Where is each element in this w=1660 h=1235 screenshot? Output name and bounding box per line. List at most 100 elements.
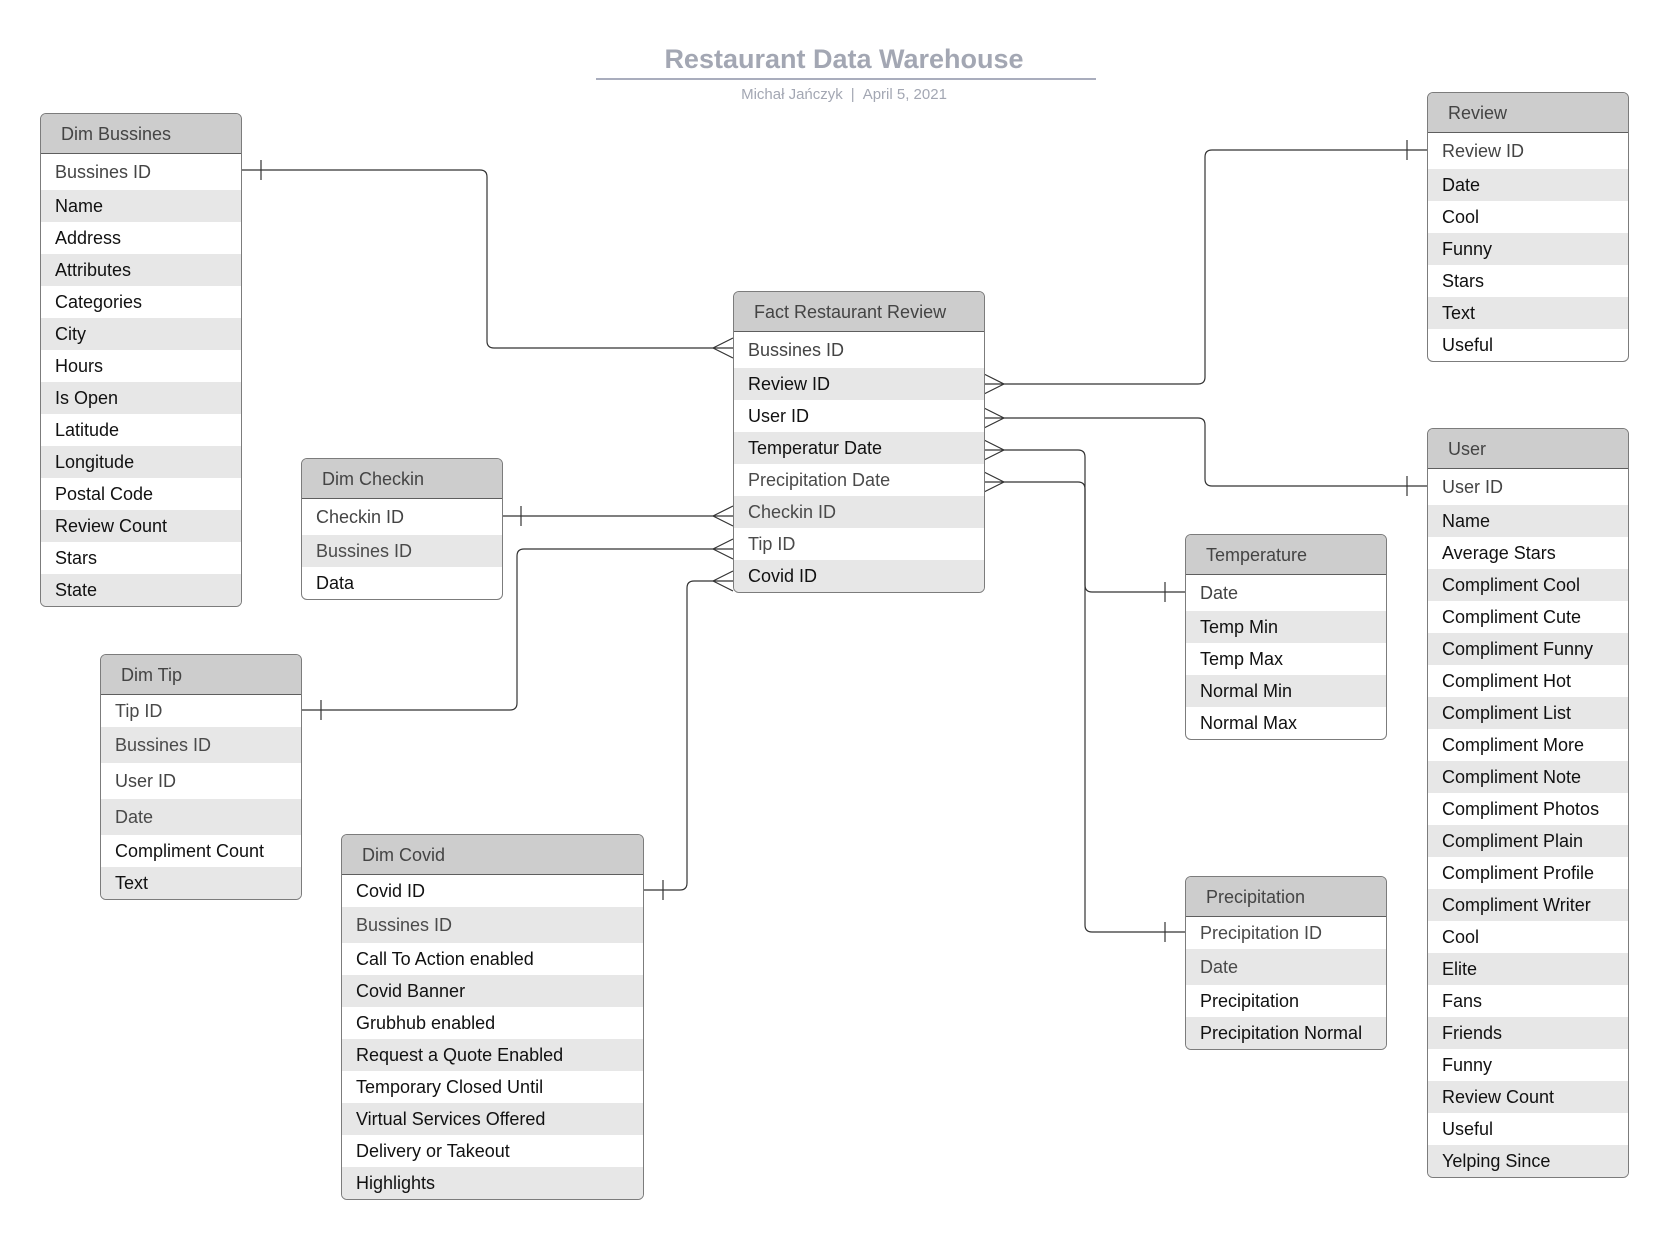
field-row: Compliment List (1428, 697, 1628, 729)
entity-review[interactable]: Review Review ID Date Cool Funny Stars T… (1427, 92, 1629, 362)
field-row: Temp Min (1186, 611, 1386, 643)
field-row: Cool (1442, 927, 1480, 947)
entity-header: Dim Covid (342, 835, 643, 875)
entity-temperature[interactable]: Temperature Date Temp Min Temp Max Norma… (1185, 534, 1387, 740)
field-row: Compliment Profile (1442, 863, 1595, 883)
field-row: Useful (1442, 335, 1494, 355)
field-row: Tip ID (115, 701, 163, 721)
field-row: Covid Banner (342, 975, 643, 1007)
field-row: Categories (55, 292, 143, 312)
field-row: Tip ID (748, 534, 796, 554)
many-marker-fact-checkin (712, 505, 734, 527)
field-row: User ID (1442, 477, 1504, 497)
field-row: Text (1428, 297, 1628, 329)
field-row: Compliment More (1442, 735, 1585, 755)
field-row: Name (1428, 505, 1628, 537)
field-row: Bussines ID (342, 907, 643, 943)
field-row: Useful (1442, 1119, 1494, 1139)
field-row: Compliment Cute (1442, 607, 1582, 627)
field-row: Review ID (734, 368, 984, 400)
entity-header: Dim Checkin (302, 459, 502, 499)
field-row: Call To Action enabled (356, 949, 534, 969)
field-row: Date (1428, 169, 1628, 201)
field-row: Attributes (41, 254, 241, 286)
entity-header: Precipitation (1186, 877, 1386, 917)
title-underline (596, 78, 1096, 80)
field-row: Cool (1442, 207, 1480, 227)
field-row: Bussines ID (302, 535, 502, 567)
many-marker-fact-covid (712, 570, 734, 592)
connector-precipitation-fact (984, 481, 1185, 933)
connector-covid-fact (643, 580, 733, 891)
field-row: Average Stars (1442, 543, 1556, 563)
entity-header: Fact Restaurant Review (734, 292, 984, 332)
field-row: Virtual Services Offered (342, 1103, 643, 1135)
field-row: Latitude (55, 420, 120, 440)
field-row: Compliment Funny (1428, 633, 1628, 665)
field-row: Review ID (1442, 141, 1525, 161)
many-marker-fact-temperature (983, 439, 1005, 461)
many-marker-fact-precipitation (983, 471, 1005, 493)
field-row: Hours (55, 356, 104, 376)
field-row: Compliment Cool (1428, 569, 1628, 601)
entity-dim-bussines[interactable]: Dim Bussines Bussines ID Name Address At… (40, 113, 242, 607)
field-row: Is Open (41, 382, 241, 414)
diagram-title: Restaurant Data Warehouse (664, 44, 1024, 74)
author-name: Michał Jańczyk (741, 86, 843, 103)
field-row: Funny (1442, 1055, 1493, 1075)
field-row: Covid ID (734, 560, 984, 592)
field-row: Stars (1442, 271, 1485, 291)
field-row: Bussines ID (101, 727, 301, 763)
connector-review-fact (984, 149, 1427, 385)
field-row: Funny (1428, 233, 1628, 265)
field-row: Compliment Photos (1442, 799, 1600, 819)
field-row: Compliment Writer (1428, 889, 1628, 921)
field-row: User ID (115, 771, 177, 791)
entity-dim-covid[interactable]: Dim Covid Covid ID Bussines ID Call To A… (341, 834, 644, 1200)
subtitle-separator: | (850, 86, 855, 103)
field-row: Elite (1428, 953, 1628, 985)
field-row: Precipitation Date (748, 470, 891, 490)
field-row: Address (55, 228, 122, 248)
field-row: Precipitation ID (1200, 923, 1323, 943)
connector-temperature-fact (984, 449, 1185, 593)
many-marker-fact-bussines (712, 337, 734, 359)
field-row: Date (1200, 583, 1239, 603)
field-row: Yelping Since (1428, 1145, 1628, 1177)
entity-header: Dim Bussines (41, 114, 241, 154)
field-row: Friends (1428, 1017, 1628, 1049)
field-row: Text (101, 867, 301, 899)
many-marker-fact-tip (712, 538, 734, 560)
entity-precipitation[interactable]: Precipitation Precipitation ID Date Prec… (1185, 876, 1387, 1050)
diagram-subtitle: Michał Jańczyk|April 5, 2021 (594, 86, 1094, 103)
connector-bussines-fact (241, 169, 733, 349)
entity-header: User (1428, 429, 1628, 469)
entity-fact-restaurant-review[interactable]: Fact Restaurant Review Bussines ID Revie… (733, 291, 985, 593)
field-row: Bussines ID (55, 162, 152, 182)
field-row: Longitude (41, 446, 241, 478)
entity-dim-tip[interactable]: Dim Tip Tip ID Bussines ID User ID Date … (100, 654, 302, 900)
field-row: User ID (748, 406, 810, 426)
field-row: Normal Max (1200, 713, 1298, 733)
field-row: Grubhub enabled (356, 1013, 496, 1033)
field-row: City (41, 318, 241, 350)
field-row: Temporary Closed Until (356, 1077, 544, 1097)
field-row: Checkin ID (734, 496, 984, 528)
field-row: Precipitation Normal (1186, 1017, 1386, 1049)
field-row: State (41, 574, 241, 606)
field-row: Data (316, 573, 355, 593)
field-row: Temp Max (1200, 649, 1284, 669)
entity-dim-checkin[interactable]: Dim Checkin Checkin ID Bussines ID Data (301, 458, 503, 600)
field-row: Compliment Hot (1442, 671, 1572, 691)
entity-header: Dim Tip (101, 655, 301, 695)
field-row: Compliment Count (115, 841, 265, 861)
field-row: Precipitation (1200, 991, 1300, 1011)
field-row: Bussines ID (748, 340, 845, 360)
field-row: Compliment Note (1428, 761, 1628, 793)
field-row: Postal Code (55, 484, 154, 504)
entity-user[interactable]: User User ID Name Average Stars Complime… (1427, 428, 1629, 1178)
field-row: Checkin ID (316, 507, 405, 527)
field-row: Compliment Plain (1428, 825, 1628, 857)
field-row: Date (1186, 949, 1386, 985)
